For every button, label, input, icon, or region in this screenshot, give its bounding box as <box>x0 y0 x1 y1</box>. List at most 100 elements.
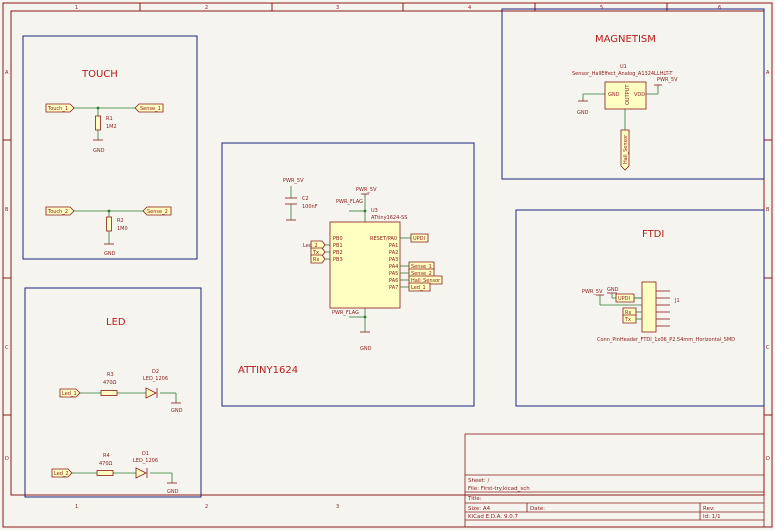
led-title: LED <box>106 317 126 328</box>
gnd-label: GND <box>171 408 183 414</box>
gnd-label: GND <box>360 346 372 352</box>
resistor-r4 <box>96 470 114 476</box>
size-field: Size: A4 <box>468 506 491 512</box>
rev-field: Rev: <box>703 506 715 512</box>
attiny-title: ATTINY1624 <box>238 365 298 376</box>
pin-pa7: PA7 <box>389 285 398 291</box>
sheet-id: Id: 1/1 <box>703 514 721 520</box>
attiny1624-chip <box>329 221 401 309</box>
row-mark: A <box>5 70 9 76</box>
col-mark: 6 <box>718 5 721 11</box>
touch-1-label-shape <box>45 103 75 113</box>
r4-ref: R4 <box>103 453 110 459</box>
ftdi-circuit: PWR_5V GND UPDI Rx Tx J1 Conn_PinHeader_… <box>582 281 735 343</box>
col-mark: 4 <box>468 5 471 11</box>
block-outlines <box>22 8 765 498</box>
col-mark: 1 <box>75 504 78 510</box>
row-mark: B <box>5 207 9 213</box>
hall-sensor-label: Hall_Sensor <box>411 278 441 284</box>
d1-value: LED_1206 <box>133 458 158 464</box>
led-d2-icon <box>145 387 157 399</box>
c2-value: 100nF <box>302 204 318 210</box>
updi-label: UPDI <box>413 236 425 242</box>
ftdi-header-j1 <box>641 281 657 333</box>
hall-label-shape <box>408 275 443 285</box>
u3-ref: U3 <box>371 208 378 214</box>
vdd-pin: VDD <box>634 92 645 98</box>
magnetism-block <box>501 8 765 180</box>
led-block <box>24 287 202 498</box>
rx-label-shape <box>310 254 326 264</box>
hall-sensor-u1 <box>604 81 647 110</box>
sense-1-label-shape <box>134 103 164 113</box>
led-2-label: Led_2 <box>303 243 318 249</box>
pin-pb1: PB1 <box>333 243 343 249</box>
output-pin: OUTPUT <box>625 84 631 105</box>
touch-circuit: Touch_1 Sense_1 R1 1M2 GND Touch_2 Sense… <box>45 103 172 257</box>
updi-label-shape <box>410 233 429 243</box>
pin-pa3: PA3 <box>389 257 398 263</box>
date-field: Date: <box>530 506 545 512</box>
row-mark: C <box>5 345 9 351</box>
u1-value: Sensor_HallEffect_Analog_A1324LLHLT-T <box>572 71 673 77</box>
resistor-r1 <box>95 115 101 131</box>
magnetism-title: MAGNETISM <box>595 34 656 45</box>
hall-sensor-label: Hall_Sensor <box>623 134 629 164</box>
col-mark: 1 <box>75 5 78 11</box>
pwr-label: PWR_5V <box>582 289 603 295</box>
led-d1-icon <box>135 467 147 479</box>
led-1-label: Led_1 <box>62 391 77 397</box>
col-mark: 3 <box>336 5 339 11</box>
gnd-label: GND <box>93 148 105 154</box>
r3-ref: R3 <box>107 372 114 378</box>
pin-pa6: PA6 <box>389 278 398 284</box>
c2-ref: C2 <box>302 196 309 202</box>
ftdi-block <box>515 209 765 407</box>
attiny-block <box>221 142 475 407</box>
kicad-version: KiCad E.D.A. 9.0.7 <box>468 514 518 520</box>
updi-label: UPDI <box>618 296 630 302</box>
sense-1-label: Sense_1 <box>411 264 432 270</box>
led-1-label-shape <box>59 388 81 398</box>
pin-pb3: PB3 <box>333 257 343 263</box>
gnd-pin: GND <box>608 92 620 98</box>
sense-2-label: Sense_2 <box>411 271 432 277</box>
touch-block <box>22 35 198 260</box>
j1-ref: J1 <box>674 298 680 304</box>
col-mark: 3 <box>336 504 339 510</box>
row-mark: C <box>766 345 770 351</box>
tx-label: Tx <box>624 317 631 323</box>
sense-1-label: Sense_1 <box>140 106 161 112</box>
col-mark: 5 <box>600 5 603 11</box>
j1-value: Conn_PinHeader_FTDI_1x06_P2.54mm_Horizon… <box>597 337 735 343</box>
hall-sensor-label-shape <box>620 129 630 171</box>
row-mark: D <box>766 456 770 462</box>
rx-label: Rx <box>313 257 319 263</box>
pwr-label: PWR_5V <box>657 77 678 83</box>
touch-2-label-shape <box>45 206 75 216</box>
row-mark: D <box>5 456 9 462</box>
tx-label: Tx <box>312 250 319 256</box>
col-mark: 2 <box>205 5 208 11</box>
pin-pa4: PA4 <box>389 264 398 270</box>
resistor-r3 <box>100 390 118 396</box>
gnd-label: GND <box>104 251 116 257</box>
resistor-r2 <box>106 216 112 232</box>
touch-title: TOUCH <box>81 69 118 80</box>
r2-value: 1M0 <box>117 226 128 232</box>
touch-1-label: Touch_1 <box>47 106 68 112</box>
d1-ref: D1 <box>142 451 149 457</box>
r1-ref: R1 <box>106 116 113 122</box>
led-1-label-shape <box>408 282 431 292</box>
r1-value: 1M2 <box>106 124 117 130</box>
pin-pb2: PB2 <box>333 250 343 256</box>
pwr-cap-label: PWR_5V <box>283 178 304 184</box>
pwr-flag-bottom: PWR_FLAG <box>332 310 359 316</box>
sheet-name: Sheet: / <box>468 478 490 484</box>
ftdi-title: FTDI <box>642 229 664 240</box>
pin-pa1: PA1 <box>389 243 398 249</box>
u1-ref: U1 <box>620 64 627 70</box>
magnetism-circuit: U1 Sensor_HallEffect_Analog_A1324LLHLT-T… <box>572 64 678 171</box>
pin-pa2: PA2 <box>389 250 398 256</box>
